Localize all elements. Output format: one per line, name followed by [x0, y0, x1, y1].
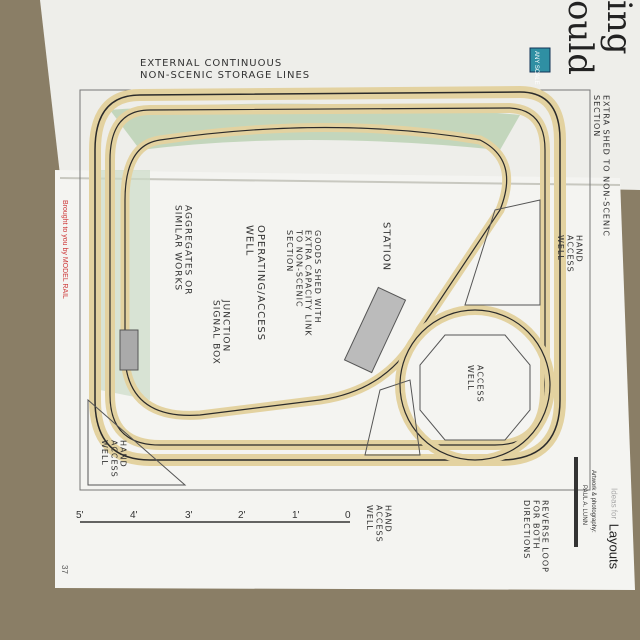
headline: ing ould	[560, 0, 640, 76]
page-number: 37	[60, 565, 70, 574]
label-extra-shed: EXTRA SHED TO NON-SCENIC SECTION	[592, 95, 611, 237]
label-storage-lines-2: NON-SCENIC STORAGE LINES	[140, 70, 310, 81]
magazine-page	[55, 170, 635, 590]
scale-tick-label: 0	[345, 510, 351, 521]
scale-tick-label: 5'	[76, 510, 84, 521]
label-station: STATION	[380, 222, 392, 272]
credit-label: Artwork & photography:	[589, 470, 596, 533]
section-heading: Ideas for Layouts	[604, 488, 622, 569]
any-scale-badge: ANY SCALE	[529, 47, 551, 85]
scale-tick-label: 1'	[292, 510, 300, 521]
label-goods-shed: GOODS SHED WITH EXTRA CAPACITY LINK TO N…	[285, 230, 322, 337]
label-reverse-loop: REVERSE LOOP FOR BOTH DIRECTIONS	[522, 500, 550, 573]
section-title: Layouts	[606, 523, 622, 570]
scale-tick-label: 3'	[185, 510, 193, 521]
track-plan	[87, 85, 566, 486]
credit-name: PAUL A. LUNN	[580, 485, 587, 526]
divider-bar	[574, 457, 578, 547]
label-storage-lines: EXTERNAL CONTINUOUS	[140, 58, 282, 69]
sponsor-text: Brought to you by MODEL RAIL	[61, 200, 69, 299]
svg-text:ANY SCALE: ANY SCALE	[533, 51, 539, 85]
label-aggregates: AGGREGATES OR SIMILAR WORKS	[172, 205, 193, 296]
page-fold	[59, 177, 621, 186]
label-hand-access-left: HAND ACCESS WELL	[100, 440, 128, 478]
label-operating-well: OPERATING/ACCESS WELL	[243, 225, 267, 342]
label-hand-access-bottom: HAND ACCESS WELL	[365, 505, 393, 543]
scale-tick-label: 4'	[130, 510, 138, 521]
label-access-well: ACCESS WELL	[466, 365, 485, 403]
label-junction-box: JUNCTION SIGNAL BOX	[210, 300, 231, 365]
scale-bar: 0 1' 2' 3' 4' 5'	[76, 510, 351, 523]
section-title-small: Ideas for	[609, 488, 619, 520]
scale-tick-label: 2'	[238, 510, 246, 521]
label-hand-access-right: HAND ACCESS WELL	[556, 235, 584, 273]
